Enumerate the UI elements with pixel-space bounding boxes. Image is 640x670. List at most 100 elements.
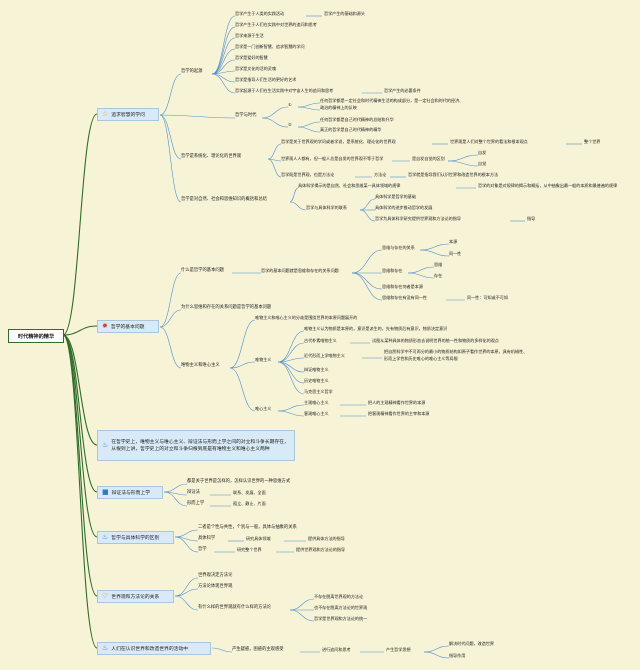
node[interactable]: 任何哲学都是自己时代精神的总结和升华 (320, 117, 394, 122)
node[interactable]: 唯心主义 (255, 406, 272, 411)
node[interactable]: 真正的哲学是自己时代精神的精华 (320, 127, 382, 132)
node[interactable]: 产生疑惑，困惑的主观感受 (232, 647, 284, 652)
node[interactable]: 思维和存在 (382, 268, 403, 273)
node[interactable]: 哲学为具体科学研究提供世界观和方法论的指导 (375, 216, 461, 221)
node[interactable]: 思维和存在何者是本源 (382, 284, 423, 289)
node[interactable]: 主观唯心主义 (304, 400, 329, 405)
node[interactable]: 唯物主义认为物质是本原的，意识是派生的，先有物质后有意识，物质决定意识 (304, 326, 448, 331)
branch-box-2[interactable]: ♨ 在哲学史上，唯物主义与唯心主义、辩证法与形而上学之间的对立和斗争长期存在，从… (97, 430, 295, 461)
node[interactable]: 思维和存在有没有同一性 (382, 295, 428, 300)
node[interactable]: 什么是哲学的基本问题 (181, 268, 224, 273)
node[interactable]: 哲学产生的基础和源头 (324, 11, 365, 16)
node[interactable]: 方法论 (374, 172, 387, 177)
node[interactable]: 试图从某种具体的物质形态去说明世界的统一性和物质的多样化的观点 (372, 338, 499, 343)
node[interactable]: 哲学起源于人们在生活实践中对宇宙人生的追问和思考 (235, 88, 334, 93)
node[interactable]: 辩证唯物主义 (304, 367, 329, 372)
node[interactable]: 辩证法 (187, 490, 200, 495)
node[interactable]: 具体科学的进步推动哲学的发展 (375, 205, 433, 210)
node[interactable]: 把客观精神看作世界的主宰和本源 (368, 411, 430, 416)
node[interactable]: 唯物主义和唯心主义的分歧是围绕世界的本原问题展开的 (255, 315, 358, 320)
node[interactable]: 哲学的基本问题就是思维和存在的关系问题 (261, 268, 339, 273)
node[interactable]: 思维与存在的关系 (382, 245, 415, 250)
node[interactable]: 任何哲学都是一定社会和时代精神生活的构成部分，是一定社会和时代的经济、 (320, 98, 464, 103)
node[interactable]: 也不存在脱离方法论的世界观 (314, 605, 368, 610)
node[interactable]: 形而上学 (187, 501, 205, 506)
node[interactable]: 哲学来源于生活 (235, 33, 264, 38)
node[interactable]: 哲学与具体科学的联系 (306, 205, 347, 210)
node[interactable]: 古代朴素唯物主义 (304, 338, 337, 343)
node[interactable]: 思维 (434, 262, 443, 267)
node[interactable]: 产生哲学思想 (386, 647, 411, 652)
node[interactable]: 具体科学是哲学的基础 (375, 194, 416, 199)
node[interactable]: 解决时代问题，改造世界 (449, 641, 495, 646)
node[interactable]: 同一性 (449, 251, 462, 256)
node[interactable]: 政治的精神上的反映 (320, 105, 357, 110)
node[interactable]: 世界观人人都有，但一般人总是自发的世界观不等于哲学 (281, 156, 384, 161)
node[interactable]: 把人的主观精神看作世界的本源 (368, 400, 426, 405)
node[interactable]: 方法论体现世界观 (198, 584, 233, 589)
node[interactable]: 近代形而上学唯物主义 (304, 353, 345, 358)
node[interactable]: 客观唯心主义 (304, 411, 329, 416)
node[interactable]: 孤立、静止、片面 (233, 501, 266, 506)
node[interactable]: 提供具体方法的指导 (308, 536, 345, 541)
node[interactable]: 都是关于世界是怎样的，怎样认识世界的一种思维方式 (187, 479, 291, 484)
node[interactable]: 世界观决定方法论 (198, 573, 233, 578)
node[interactable]: 马克思主义哲学 (304, 389, 333, 394)
node[interactable]: 历史唯物主义 (304, 378, 329, 383)
node[interactable]: 哲学是指导人们生活的更好的艺术 (235, 77, 297, 82)
node[interactable]: 不存在脱离世界观的方法论 (314, 594, 364, 599)
node[interactable]: 哲学既是世界观，也是方法论 (281, 172, 335, 177)
node[interactable]: 唯物主义和唯心主义 (181, 363, 220, 368)
node[interactable]: 形而上学性和历史唯心的唯心主义等局限 (384, 356, 458, 361)
branch-box-6[interactable]: ♨ 人们在认识世界和改造世界的活动中 (97, 642, 211, 655)
node[interactable]: 存在 (434, 273, 443, 278)
node[interactable]: 同一性：可知或不可知 (467, 295, 508, 300)
node[interactable]: 哲学就是指导我们认识世界和改造世界的根本方法 (408, 172, 499, 177)
node[interactable]: 哲学是爱好的智慧 (235, 55, 268, 60)
node[interactable]: 指导 (527, 216, 536, 221)
branch-box-3[interactable]: ■ 辩证法与形而上学 (97, 486, 163, 499)
node[interactable]: 唯物主义 (255, 357, 272, 362)
node[interactable]: 哲学是系统化、理论化的世界观 (181, 154, 242, 159)
node[interactable]: 哲学是关于世界观的学问或者学说，是系统化、理论化的世界观 (281, 139, 396, 144)
node[interactable]: 哲学产生的必要条件 (384, 88, 421, 93)
node[interactable]: ② (288, 122, 292, 127)
node[interactable]: 世界观是人们对整个世界的看法和根本观点 (450, 139, 528, 144)
node[interactable]: 整个世界 (584, 139, 601, 144)
node[interactable]: 哲学的对象是对规律的揭示和概括，从中抽象出最一般的本质和最普遍的规律 (478, 183, 618, 188)
node[interactable]: 有什么样的世界观就有什么样的方法论 (198, 605, 272, 610)
node[interactable]: 哲学产生于人们在实践中对世界的追问和思考 (235, 22, 317, 27)
node[interactable]: 本源 (449, 239, 458, 244)
node[interactable]: 具体科学 (198, 536, 216, 541)
node[interactable]: 哲学是文化的活的灵魂 (235, 66, 276, 71)
branch-box-4[interactable]: ♨ 哲学与具体科学的区别 (97, 531, 174, 544)
node[interactable]: 自觉 (478, 161, 487, 166)
node[interactable]: 哲学是对自然、社会和思维知识的概括和总结 (181, 197, 267, 202)
node[interactable]: 进行追问和思考 (322, 647, 351, 652)
node[interactable]: 哲学产生于人类的实践活动 (235, 11, 285, 16)
node[interactable]: 把自然科学中不可再分的最小的物质结构如原子看作世界的本原，具有机械性、 (384, 349, 528, 354)
node[interactable]: 是自发自觉的区别 (412, 156, 445, 161)
node[interactable]: 联系、发展、全面 (233, 490, 266, 495)
node[interactable]: 具体科学揭示的是自然、社会和思维某一具体领域的规律 (298, 183, 401, 188)
branch-label: 人们在认识世界和改造世界的活动中 (111, 647, 189, 652)
node[interactable]: 为什么思维和存在的关系问题是哲学的基本问题 (181, 305, 272, 310)
node[interactable]: 自发 (478, 150, 487, 155)
connector-line (277, 410, 305, 417)
node[interactable]: 提供世界观和方法论的指导 (296, 547, 346, 552)
node[interactable]: 研究整个世界 (237, 547, 262, 552)
node[interactable]: 哲学的起源 (181, 69, 203, 74)
branch-box-1[interactable]: ✸ 哲学的基本问题 (97, 320, 159, 333)
node[interactable]: 哲学是一门创新智慧、追求智慧的学问 (235, 44, 305, 49)
node[interactable]: ① (288, 102, 292, 107)
node[interactable]: 哲学 (198, 547, 207, 552)
node[interactable]: 指导作用 (449, 653, 466, 658)
connector-line (277, 404, 305, 412)
branch-box-5[interactable]: ♡ 世界观和方法论的关系 (97, 590, 174, 603)
node[interactable]: 哲学是世界观和方法论的统一 (314, 616, 368, 621)
root-node[interactable]: 时代精神的精华 (8, 329, 64, 343)
node[interactable]: 二者是个性与共性，个别与一般，具体与抽象的关系 (198, 525, 297, 530)
node[interactable]: 研究具体领域 (246, 536, 271, 541)
branch-box-0[interactable]: ☆ 追求智慧的学问 (97, 108, 159, 121)
node[interactable]: 哲学与时代 (235, 113, 257, 118)
